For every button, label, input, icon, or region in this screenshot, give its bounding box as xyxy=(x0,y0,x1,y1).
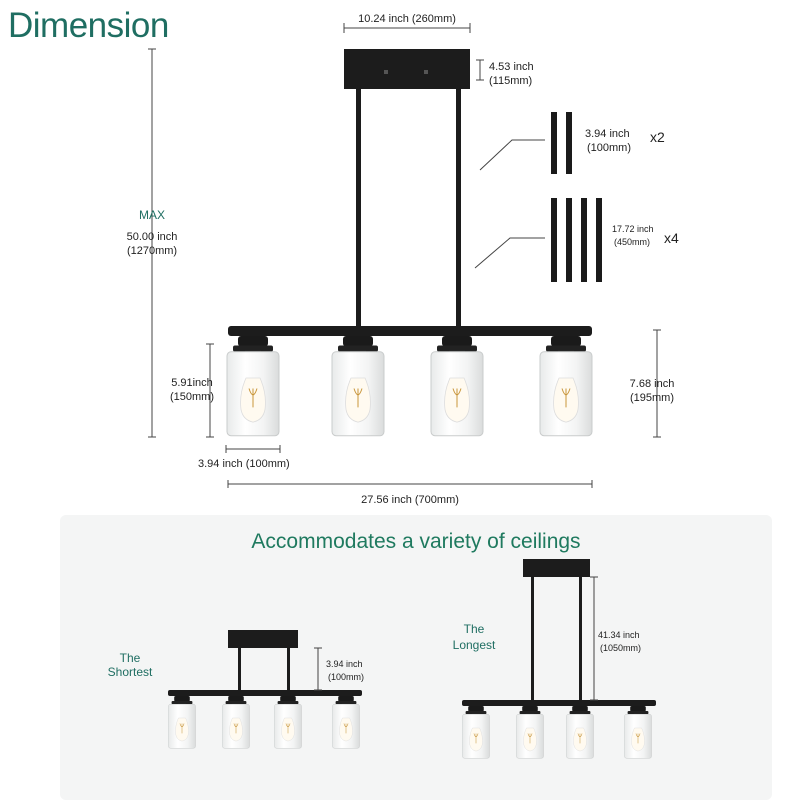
shade-height-in: 5.91inch xyxy=(171,377,213,389)
longest-in: 41.34 inch xyxy=(598,630,640,640)
rod-short-qty: x2 xyxy=(650,129,665,145)
canopy-height-mm: (115mm) xyxy=(489,75,533,87)
max-in: 50.00 inch xyxy=(126,231,178,243)
longest-mm: (1050mm) xyxy=(600,643,642,653)
rod-long-mm: (450mm) xyxy=(614,237,651,247)
longest-label-2: Longest xyxy=(452,638,496,652)
rod-long-in: 17.72 inch xyxy=(612,224,654,234)
ceiling-panel xyxy=(60,515,772,800)
rod-short-mm: (100mm) xyxy=(587,142,632,154)
total-width-label: 27.56 inch (700mm) xyxy=(361,494,459,506)
shortest-mm: (100mm) xyxy=(328,672,365,682)
canopy xyxy=(344,49,470,89)
shortest-in: 3.94 inch xyxy=(326,659,363,669)
rod-short-in: 3.94 inch xyxy=(585,128,630,140)
shade-width-label: 3.94 inch (100mm) xyxy=(198,458,290,470)
canopy-width-label: 10.24 inch (260mm) xyxy=(358,13,456,25)
max-label: MAX xyxy=(138,208,165,222)
shortest-label-1: The xyxy=(119,651,141,665)
page-title: Dimension xyxy=(8,6,169,45)
longest-label-1: The xyxy=(463,622,485,636)
rod-long-qty: x4 xyxy=(664,230,679,246)
ceilings-heading: Accommodates a variety of ceilings xyxy=(251,530,581,553)
max-mm: (1270mm) xyxy=(126,245,178,257)
fixture-height-mm: (195mm) xyxy=(629,392,674,404)
shade-height-mm: (150mm) xyxy=(169,391,214,403)
shortest-label-2: Shortest xyxy=(107,665,153,679)
fixture-height-in: 7.68 inch xyxy=(629,378,675,390)
canopy-height-in: 4.53 inch xyxy=(489,61,534,73)
fixture-bar xyxy=(228,326,592,336)
